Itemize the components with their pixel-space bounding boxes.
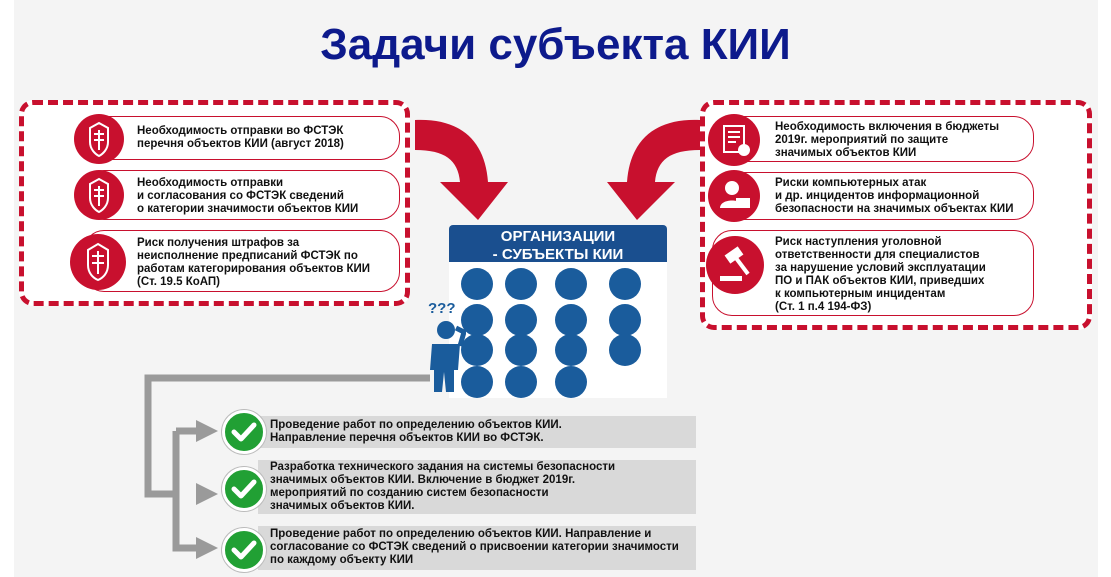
factory-icon [609, 304, 641, 336]
telecom-tower-icon [505, 268, 537, 300]
confused-person-icon [430, 321, 466, 392]
org-icon-panel [449, 262, 667, 398]
right-item-3: Риск наступления уголовной ответственнос… [712, 230, 1034, 316]
check-icon [222, 528, 266, 572]
energy-icon [505, 304, 537, 336]
bottom-arrow-2 [196, 483, 218, 505]
right-item-1: Необходимость включения в бюджеты 2019г.… [712, 116, 1034, 162]
left-item-3-text: Риск получения штрафов за неисполнение п… [137, 237, 371, 288]
left-item-2-text: Необходимость отправки и согласования со… [137, 177, 359, 215]
left-item-1: Необходимость отправки во ФСТЭК перечня … [84, 116, 400, 160]
transport-icon [461, 366, 493, 398]
org-heading-text: ОРГАНИЗАЦИИ - СУБЪЕКТЫ КИИ [492, 228, 624, 263]
left-item-1-text: Необходимость отправки во ФСТЭК перечня … [137, 125, 344, 150]
question-marks: ??? [428, 300, 456, 317]
finance-icon [461, 334, 493, 366]
task-item-2: Разработка технического задания на систе… [258, 460, 696, 514]
chemistry-icon [609, 268, 641, 300]
hacker-icon [708, 170, 760, 222]
mining-icon [555, 334, 587, 366]
bottom-arrow-1 [196, 420, 218, 442]
check-icon [222, 410, 266, 454]
task-item-3: Проведение работ по определению объектов… [258, 526, 696, 570]
nuclear-plant-icon [505, 334, 537, 366]
medical-icon [461, 268, 493, 300]
task-item-1: Проведение работ по определению объектов… [258, 416, 696, 448]
metallurgy-icon [555, 366, 587, 398]
task-item-2-text: Разработка технического задания на систе… [270, 461, 616, 512]
left-item-2: Необходимость отправки и согласования со… [84, 170, 400, 220]
fstek-emblem-icon [70, 234, 126, 290]
right-item-2-text: Риски компьютерных атак и др. инцидентов… [775, 177, 1014, 215]
left-item-3: Риск получения штрафов за неисполнение п… [84, 230, 400, 292]
check-icon [222, 467, 266, 511]
task-item-1-text: Проведение работ по определению объектов… [270, 419, 562, 444]
task-item-3-text: Проведение работ по определению объектов… [270, 528, 679, 566]
red-arrow-right [607, 119, 700, 220]
right-item-2: Риски компьютерных атак и др. инцидентов… [712, 172, 1034, 220]
atom-icon [609, 334, 641, 366]
education-icon [505, 366, 537, 398]
tank-icon [555, 268, 587, 300]
red-arrow-left [415, 119, 508, 220]
page-title: Задачи субъекта КИИ [320, 20, 791, 69]
bank-icon [461, 304, 493, 336]
org-heading: ОРГАНИЗАЦИИ - СУБЪЕКТЫ КИИ [449, 225, 667, 265]
fstek-emblem-icon [74, 170, 124, 220]
rocket-icon [555, 304, 587, 336]
bottom-bracket-branch [172, 431, 196, 552]
bottom-arrow-3 [196, 537, 218, 559]
right-item-3-text: Риск наступления уголовной ответственнос… [775, 236, 986, 313]
gavel-icon [706, 236, 764, 294]
budget-document-icon [708, 114, 760, 166]
fstek-emblem-icon [74, 114, 124, 164]
person-figure: ??? [416, 300, 466, 395]
right-item-1-text: Необходимость включения в бюджеты 2019г.… [775, 121, 1000, 159]
